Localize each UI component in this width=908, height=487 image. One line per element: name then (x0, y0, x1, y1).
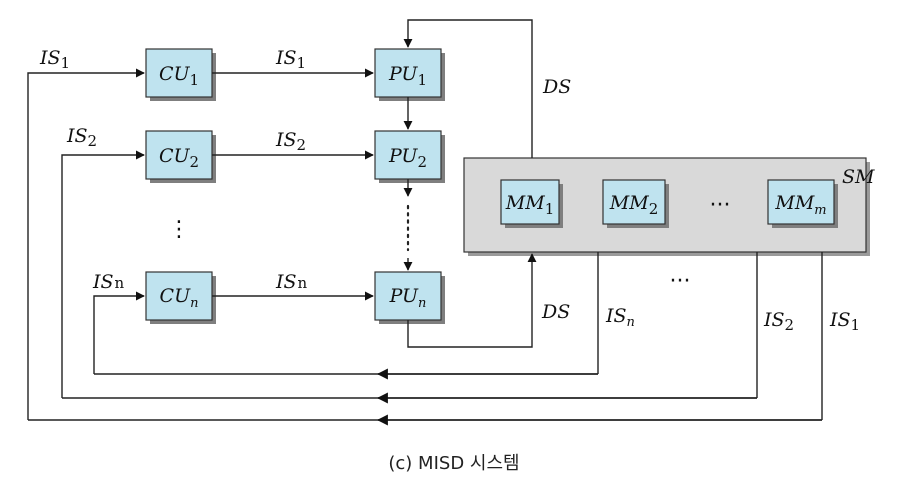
is-out-1-label: IS1 (829, 309, 860, 334)
is-in-2-label: IS2 (66, 125, 97, 150)
mm-m-sub: m (814, 203, 826, 218)
control-unit-2: CU2 (145, 130, 216, 183)
is-out-n-label: ISn (605, 305, 635, 330)
svg-text:PU1: PU1 (388, 63, 427, 89)
control-units-vertical-ellipsis: ⋮ (168, 217, 190, 242)
data-stream-top-label: DS (542, 76, 571, 98)
shared-memory-label: SM (842, 166, 875, 188)
svg-text:MM2: MM2 (609, 192, 658, 218)
mm-1-sub: 1 (545, 200, 555, 218)
svg-text:CUn: CUn (160, 285, 199, 311)
svg-text:MMm: MMm (774, 192, 826, 218)
is-cu-pu-1-label: IS1 (275, 47, 306, 72)
data-stream-bottom-label: DS (541, 301, 570, 323)
is-in-n-label: ISn (92, 271, 125, 293)
processing-unit-n: PUn (374, 271, 445, 324)
memory-modules-ellipsis: ··· (710, 193, 731, 218)
svg-text:MM1: MM1 (505, 192, 554, 218)
is-out-2-label: IS2 (763, 309, 794, 334)
data-stream-top-path (403, 19, 533, 158)
data-stream-bottom-path (407, 253, 537, 348)
mm-1-base: MM (505, 192, 545, 214)
svg-text:CU1: CU1 (159, 63, 199, 89)
svg-text:CU2: CU2 (159, 145, 199, 171)
is-n-input-path (93, 291, 145, 374)
processing-unit-2: PU2 (374, 130, 445, 183)
is-cu-pu-2-label: IS2 (275, 129, 306, 154)
control-unit-1: CU1 (145, 48, 216, 101)
is-cu-pu-n-label: ISn (275, 271, 308, 293)
processing-unit-1: PU1 (374, 48, 445, 101)
mm-2-sub: 2 (649, 200, 659, 218)
memory-module-m: MMm (767, 179, 838, 228)
mm-2-base: MM (609, 192, 649, 214)
svg-text:PU2: PU2 (388, 145, 427, 171)
instruction-streams-ellipsis: ··· (670, 269, 691, 294)
is-1-input-path (27, 68, 145, 420)
memory-module-2: MM2 (602, 179, 669, 228)
memory-module-1: MM1 (500, 179, 563, 228)
mm-m-base: MM (774, 192, 814, 214)
control-unit-n: CUn (145, 271, 216, 324)
is-2-input-path (61, 150, 145, 398)
svg-text:PUn: PUn (389, 285, 427, 311)
is-in-1-label: IS1 (39, 47, 70, 72)
figure-caption: (c) MISD 시스템 (388, 453, 519, 474)
